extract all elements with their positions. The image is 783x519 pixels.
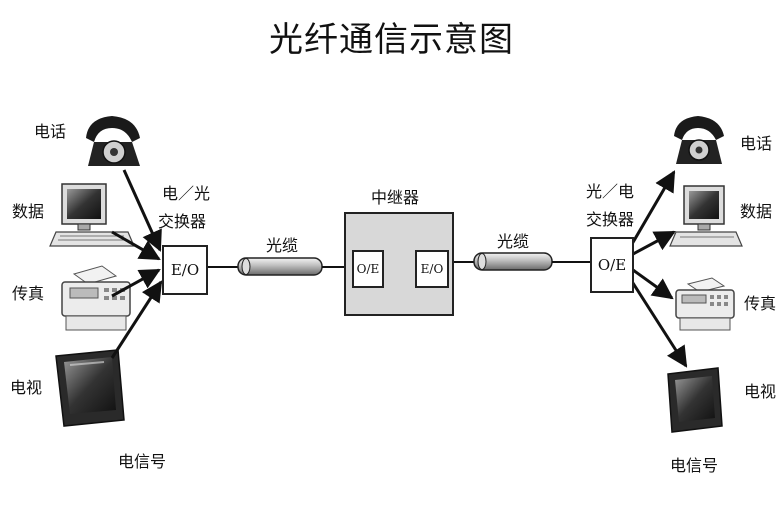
repeater-oe-text: O/E	[356, 262, 380, 276]
repeater-oe-box: O/E	[352, 250, 384, 288]
fiber-cable-right	[473, 252, 553, 271]
right-device-telephone-label: 电话	[740, 134, 773, 153]
right-device-fax-label: 传真	[744, 294, 777, 313]
fiber-cable-left	[237, 257, 323, 276]
left-device-fax-label: 传真	[12, 284, 45, 303]
fax-icon-right	[675, 277, 735, 331]
telephone-icon-left	[86, 116, 140, 166]
right-converter-label-line2: 交换器	[586, 210, 635, 229]
tv-icon-right	[667, 367, 723, 433]
left-converter-label-line1: 电／光	[162, 184, 211, 203]
repeater-eo-box: E/O	[415, 250, 449, 288]
right-signal-label: 电信号	[670, 456, 719, 475]
eo-converter-box-left: E/O	[162, 245, 208, 295]
left-signal-label: 电信号	[118, 452, 167, 471]
left-device-tv-label: 电视	[10, 378, 43, 397]
cable-left-label: 光缆	[266, 236, 299, 255]
repeater-label: 中继器	[371, 188, 420, 207]
left-device-data-label: 数据	[12, 202, 45, 221]
oe-converter-box-right: O/E	[590, 237, 634, 293]
eo-converter-text: E/O	[170, 261, 200, 279]
oe-converter-text: O/E	[597, 256, 627, 274]
computer-icon-right	[669, 185, 743, 247]
computer-icon-left	[49, 183, 135, 247]
fax-icon-left	[61, 265, 131, 331]
left-converter-label-line2: 交换器	[158, 212, 207, 231]
right-signal-arrows	[629, 170, 688, 368]
right-device-data-label: 数据	[740, 202, 773, 221]
right-device-tv-label: 电视	[744, 382, 777, 401]
cable-right-label: 光缆	[497, 232, 530, 251]
left-signal-arrows	[110, 169, 163, 359]
left-device-telephone-label: 电话	[34, 122, 67, 141]
repeater-eo-text: E/O	[420, 262, 444, 276]
tv-icon-left	[55, 349, 125, 427]
telephone-icon-right	[674, 116, 724, 164]
diagram-title: 光纤通信示意图	[269, 20, 514, 60]
right-converter-label-line1: 光／电	[586, 182, 635, 201]
